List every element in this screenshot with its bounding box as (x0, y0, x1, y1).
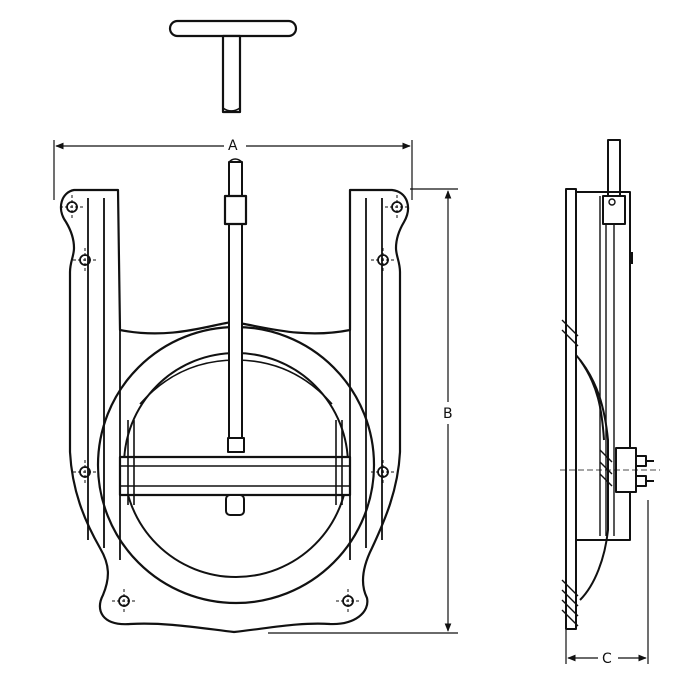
dimension-a-label: A (228, 138, 238, 154)
dimension-b-label: B (443, 406, 453, 422)
dimension-c (565, 500, 649, 664)
t-handle-key-icon (168, 19, 298, 114)
dimension-a (53, 140, 413, 200)
gate-bar (118, 455, 352, 497)
dimension-c-label: C (602, 651, 612, 667)
front-view (59, 158, 410, 634)
dimension-b (268, 188, 458, 634)
stem-coupling (223, 194, 248, 226)
frame-outline (59, 188, 410, 634)
side-view (560, 139, 660, 630)
